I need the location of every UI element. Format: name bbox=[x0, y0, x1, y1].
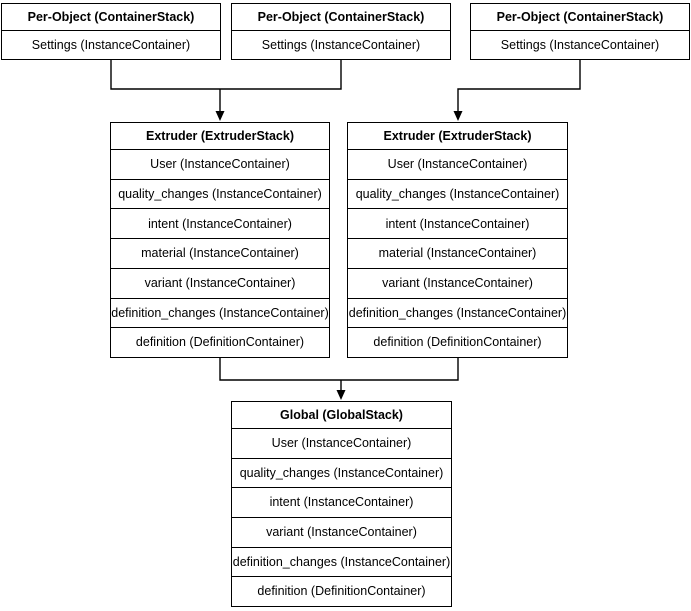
connector-extruder1-extruder2 bbox=[219, 358, 459, 381]
stack-row: User (InstanceContainer) bbox=[111, 150, 329, 180]
extruder-stack-1: Extruder (ExtruderStack) User (InstanceC… bbox=[110, 122, 330, 358]
stack-row: intent (InstanceContainer) bbox=[232, 488, 451, 519]
stack-row: intent (InstanceContainer) bbox=[111, 209, 329, 240]
stack-row: Settings (InstanceContainer) bbox=[31, 37, 191, 52]
arrowhead-extruder2-icon bbox=[453, 111, 463, 121]
stack-row: quality_changes (InstanceContainer) bbox=[111, 180, 329, 210]
connector-perobject1-perobject2 bbox=[110, 60, 342, 90]
stack-row: variant (InstanceContainer) bbox=[232, 518, 451, 548]
extruder-stack-2: Extruder (ExtruderStack) User (InstanceC… bbox=[347, 122, 568, 358]
stack-row: definition (DefinitionContainer) bbox=[257, 584, 426, 599]
global-stack: Global (GlobalStack) User (InstanceConta… bbox=[231, 401, 452, 607]
connector-perobject3-to-extruder2 bbox=[457, 60, 581, 112]
stack-row: Settings (InstanceContainer) bbox=[261, 37, 421, 52]
stack-title: Per-Object (ContainerStack) bbox=[232, 4, 450, 31]
stack-title: Global (GlobalStack) bbox=[232, 402, 451, 429]
stack-row: quality_changes (InstanceContainer) bbox=[232, 459, 451, 489]
stack-row: definition (DefinitionContainer) bbox=[135, 335, 305, 350]
stack-title: Per-Object (ContainerStack) bbox=[2, 4, 220, 31]
arrowhead-extruder1-icon bbox=[215, 111, 225, 121]
stack-row: intent (InstanceContainer) bbox=[348, 209, 567, 240]
per-object-stack-2: Per-Object (ContainerStack) Settings (In… bbox=[231, 3, 451, 60]
stack-title: Per-Object (ContainerStack) bbox=[471, 4, 689, 31]
stack-row: definition_changes (InstanceContainer) bbox=[111, 299, 329, 329]
stack-row: User (InstanceContainer) bbox=[348, 150, 567, 180]
arrowhead-global-icon bbox=[336, 390, 346, 400]
stack-row: Settings (InstanceContainer) bbox=[500, 37, 660, 52]
stack-row: User (InstanceContainer) bbox=[232, 429, 451, 459]
stack-row: definition_changes (InstanceContainer) bbox=[232, 548, 451, 578]
stack-title: Extruder (ExtruderStack) bbox=[111, 123, 329, 150]
stack-row: quality_changes (InstanceContainer) bbox=[348, 180, 567, 210]
stack-row: variant (InstanceContainer) bbox=[348, 269, 567, 299]
stack-row: definition (DefinitionContainer) bbox=[373, 335, 542, 350]
per-object-stack-1: Per-Object (ContainerStack) Settings (In… bbox=[1, 3, 221, 60]
stack-row: definition_changes (InstanceContainer) bbox=[348, 299, 567, 329]
stack-row: material (InstanceContainer) bbox=[348, 239, 567, 269]
stack-row: variant (InstanceContainer) bbox=[111, 269, 329, 299]
per-object-stack-3: Per-Object (ContainerStack) Settings (In… bbox=[470, 3, 690, 60]
stack-row: material (InstanceContainer) bbox=[111, 239, 329, 269]
stack-title: Extruder (ExtruderStack) bbox=[348, 123, 567, 150]
